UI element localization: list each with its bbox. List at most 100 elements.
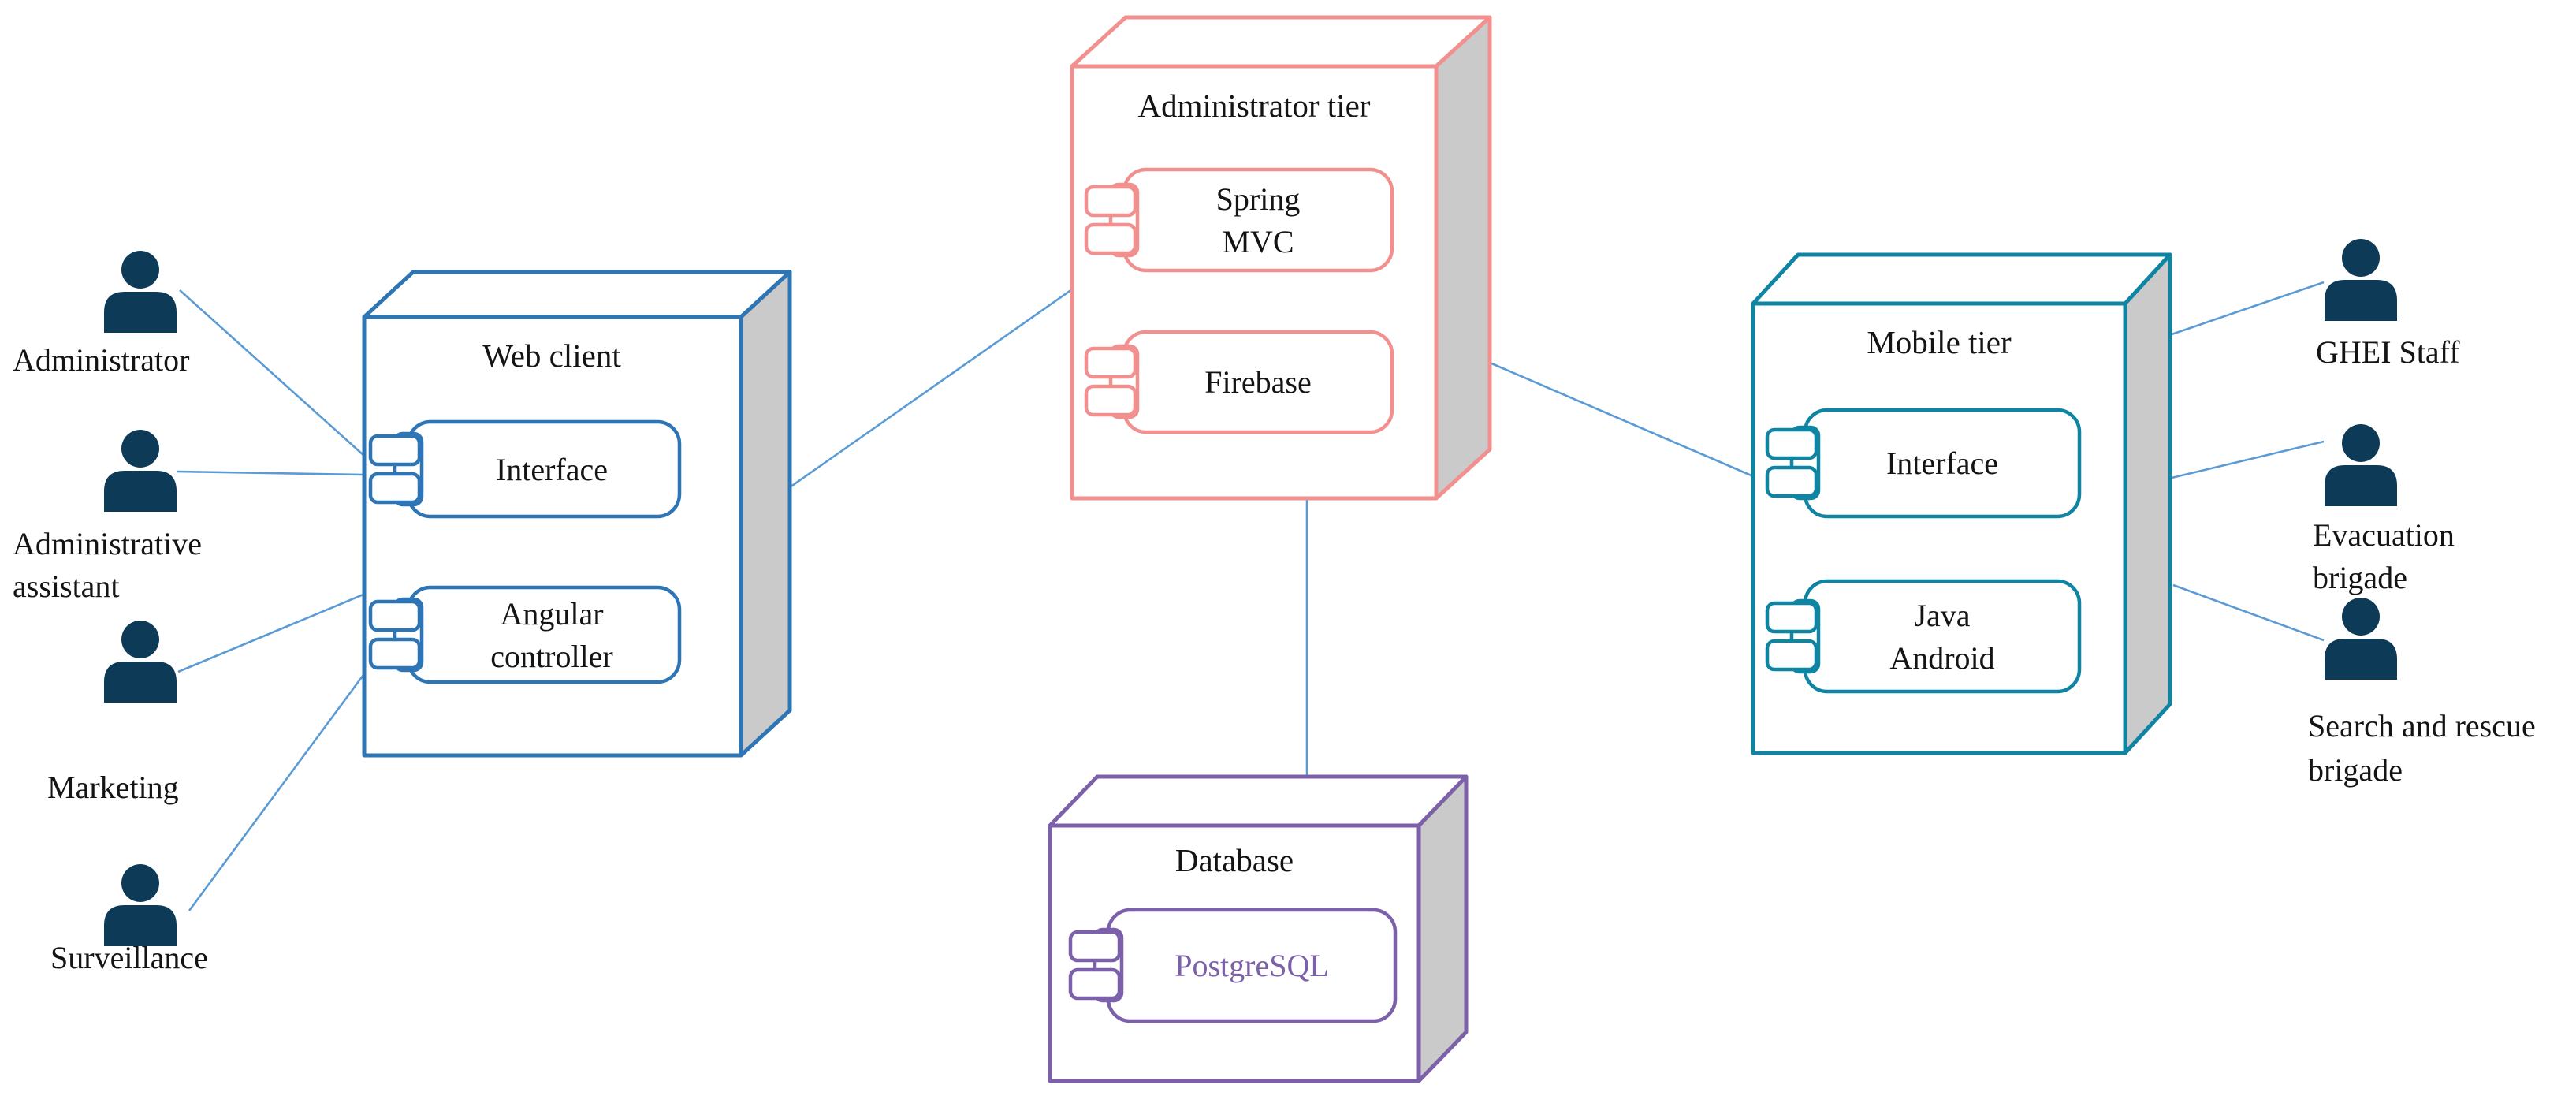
component-icon (1084, 344, 1140, 419)
web-client-side-face (739, 270, 792, 758)
connector-marketing-webclient (177, 593, 364, 673)
component-label: Firebase (1204, 364, 1312, 400)
connectors (176, 281, 2325, 911)
actor-label: Surveillance (50, 940, 208, 975)
node-mobile-tier: Mobile tier Interface Java Android (1751, 252, 2172, 755)
database-side-face (1416, 774, 1469, 1083)
connector-surveillance-webclient (188, 674, 365, 911)
person-body (2325, 280, 2397, 321)
component-label-line1: Angular (500, 596, 603, 632)
component-label-line2: Android (1889, 640, 1994, 676)
component-icon (368, 597, 424, 673)
administrator-tier-side-face (1434, 15, 1492, 501)
component-icon-tab-top (368, 599, 422, 632)
component-icon-tab-bottom (1068, 967, 1122, 1001)
person-body (104, 292, 177, 333)
component-icon (368, 431, 424, 507)
web-client-top-face (362, 270, 792, 319)
actor-label: GHEI Staff (2316, 334, 2460, 370)
administrator-tier-top-face (1070, 15, 1492, 69)
connector-admintier-mobiletier (1489, 361, 1754, 478)
connector-administrator-webclient (179, 289, 365, 457)
actor-label-line2: brigade (2313, 560, 2407, 595)
connector-mobiletier-search (2172, 583, 2325, 642)
actor-ghei-staff: GHEI Staff (2316, 239, 2460, 370)
connector-assistant-webclient (176, 470, 365, 476)
component-firebase: Firebase (1084, 330, 1394, 434)
web-client-front-face (362, 315, 743, 758)
person-head (121, 621, 159, 658)
mobile-tier-top-face (1751, 252, 2172, 306)
component-icon-tab-bottom (368, 472, 422, 505)
person-icon (104, 251, 177, 333)
component-mobile-interface: Interface (1765, 408, 2082, 519)
database-top-face (1048, 774, 1469, 828)
person-icon (104, 430, 177, 512)
component-label: Interface (496, 452, 608, 487)
component-icon-tab-top (1765, 601, 1818, 634)
person-head (121, 251, 159, 289)
actor-administrative-assistant: Administrative assistant (13, 430, 202, 604)
component-icon-tab-top (1084, 346, 1137, 379)
component-label-line1: Java (1914, 598, 1970, 633)
connector-mobiletier-evacuation (2171, 440, 2325, 479)
component-icon (1765, 425, 1821, 501)
component-web-interface: Interface (368, 419, 682, 519)
node-database: Database PostgreSQL (1048, 774, 1469, 1083)
person-head (2342, 424, 2380, 462)
person-icon (2325, 598, 2397, 680)
actor-label-line1: Search and rescue (2308, 708, 2536, 744)
actor-label-line2: assistant (13, 569, 120, 604)
actor-administrator: Administrator (13, 251, 189, 378)
component-java-android: Java Android (1765, 579, 2082, 694)
connector-webclient-admintier (789, 288, 1073, 489)
person-head (121, 864, 159, 902)
component-label-line2: controller (490, 639, 613, 674)
node-administrator-tier: Administrator tier Spring MVC Firebase (1070, 15, 1492, 501)
person-body (2325, 465, 2397, 506)
administrator-tier-title: Administrator tier (1138, 88, 1371, 124)
mobile-tier-side-face (2123, 252, 2172, 755)
component-icon-tab-bottom (1765, 465, 1818, 498)
person-head (121, 430, 159, 468)
actor-label: Marketing (47, 770, 179, 805)
person-body (104, 471, 177, 512)
component-icon-tab-bottom (1765, 639, 1818, 672)
actor-label: Administrator (13, 342, 189, 378)
actor-label-line1: Administrative (13, 526, 202, 561)
person-body (2325, 639, 2397, 680)
person-head (2342, 598, 2380, 636)
component-icon (1765, 598, 1821, 674)
person-icon (104, 621, 177, 703)
actor-search-rescue-brigade: Search and rescue brigade (2308, 598, 2536, 788)
actor-surveillance: Surveillance (50, 864, 208, 975)
actor-evacuation-brigade: Evacuation brigade (2313, 424, 2455, 595)
component-icon-tab-bottom (368, 637, 422, 670)
person-icon (104, 864, 177, 946)
component-icon-tab-top (368, 434, 422, 467)
component-icon-tab-top (1084, 185, 1137, 218)
person-body (104, 662, 177, 703)
web-client-title: Web client (482, 337, 621, 374)
person-head (2342, 239, 2380, 277)
component-icon-tab-top (1765, 427, 1818, 460)
person-icon (2325, 239, 2397, 321)
mobile-tier-title: Mobile tier (1867, 324, 2012, 360)
component-label-line1: Spring (1216, 181, 1301, 217)
component-postgresql: PostgreSQL (1068, 908, 1398, 1023)
component-angular-controller: Angular controller (368, 585, 682, 684)
database-title: Database (1175, 842, 1294, 878)
component-icon-tab-bottom (1084, 222, 1137, 255)
component-spring-mvc: Spring MVC (1084, 167, 1394, 273)
component-icon-tab-bottom (1084, 384, 1137, 417)
component-icon-tab-top (1068, 930, 1122, 963)
node-web-client: Web client Interface Angular controller (362, 270, 792, 758)
component-label: PostgreSQL (1174, 948, 1329, 983)
connector-mobiletier-ghei (2171, 281, 2325, 336)
component-icon (1068, 927, 1124, 1003)
component-label-line2: MVC (1222, 224, 1294, 259)
person-body (104, 905, 177, 946)
person-icon (2325, 424, 2397, 506)
